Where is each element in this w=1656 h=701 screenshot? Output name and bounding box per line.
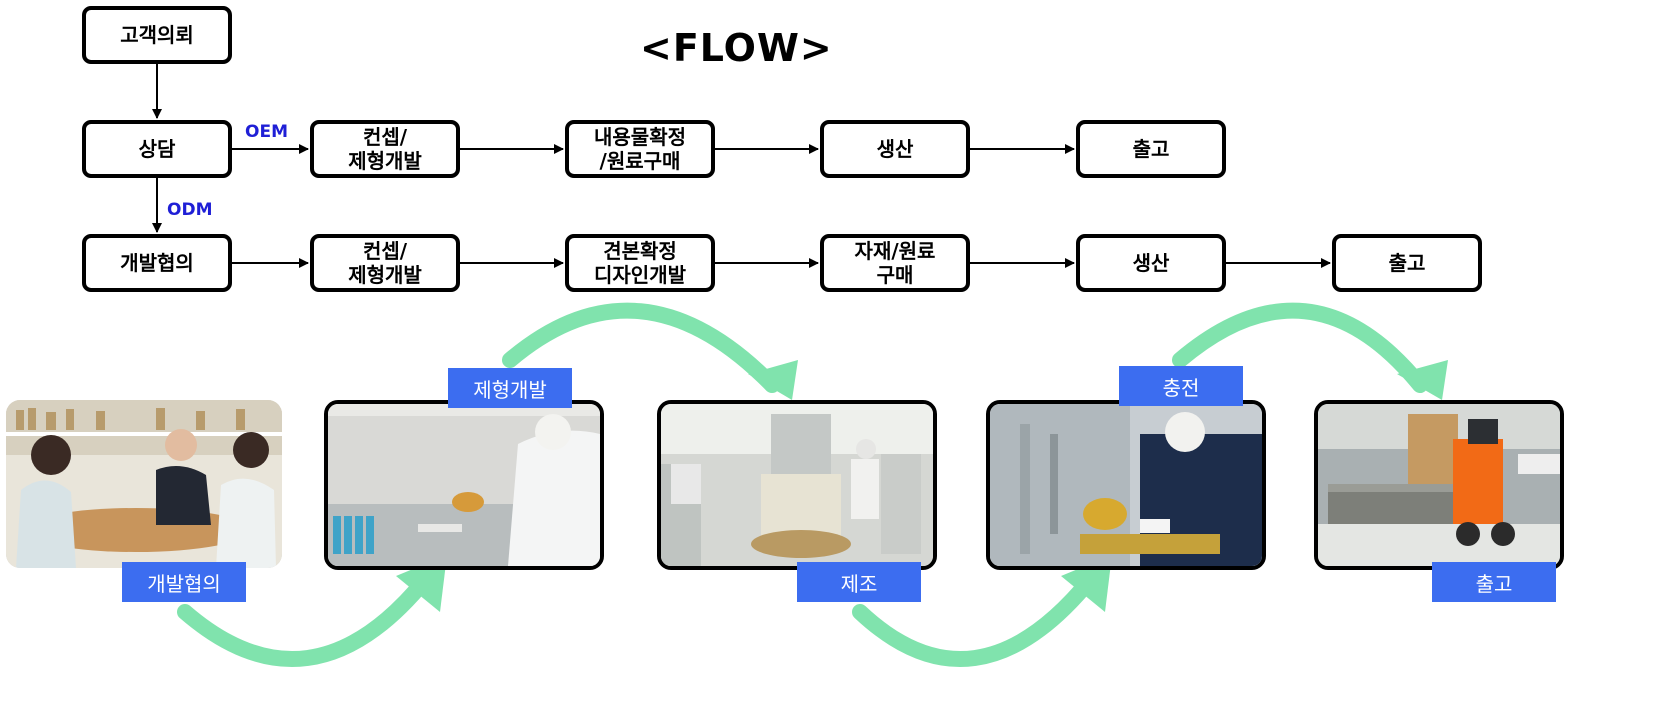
box-odm-shipping: 출고 bbox=[1332, 234, 1482, 292]
route-label-odm: ODM bbox=[167, 200, 213, 220]
photo-filling bbox=[986, 400, 1266, 570]
photo-formulation-lab bbox=[324, 400, 604, 570]
box-odm-material: 자재/원료 구매 bbox=[820, 234, 970, 292]
box-customer-request: 고객의뢰 bbox=[82, 6, 232, 64]
stage-tag-filling: 충전 bbox=[1119, 366, 1243, 406]
box-odm-production: 생산 bbox=[1076, 234, 1226, 292]
curve-arrowhead-2 bbox=[748, 360, 798, 400]
route-label-oem: OEM bbox=[245, 122, 288, 142]
box-odm-concept: 컨셉/ 제형개발 bbox=[310, 234, 460, 292]
photo-meeting bbox=[6, 400, 282, 568]
box-odm-discussion: 개발협의 bbox=[82, 234, 232, 292]
box-odm-sample: 견본확정 디자인개발 bbox=[565, 234, 715, 292]
stage-tag-manufacture: 제조 bbox=[797, 562, 921, 602]
box-consultation: 상담 bbox=[82, 120, 232, 178]
photo-shipping bbox=[1314, 400, 1564, 570]
box-oem-shipping: 출고 bbox=[1076, 120, 1226, 178]
stage-tag-development: 개발협의 bbox=[122, 562, 246, 602]
stage-tag-shipping: 출고 bbox=[1432, 562, 1556, 602]
stage-tag-formulation: 제형개발 bbox=[448, 368, 572, 408]
curve-arrowhead-4 bbox=[1397, 360, 1448, 400]
box-oem-production: 생산 bbox=[820, 120, 970, 178]
photo-manufacturing bbox=[657, 400, 937, 570]
page-title: <FLOW> bbox=[640, 26, 833, 70]
box-oem-content: 내용물확정 /원료구매 bbox=[565, 120, 715, 178]
box-oem-concept: 컨셉/ 제형개발 bbox=[310, 120, 460, 178]
